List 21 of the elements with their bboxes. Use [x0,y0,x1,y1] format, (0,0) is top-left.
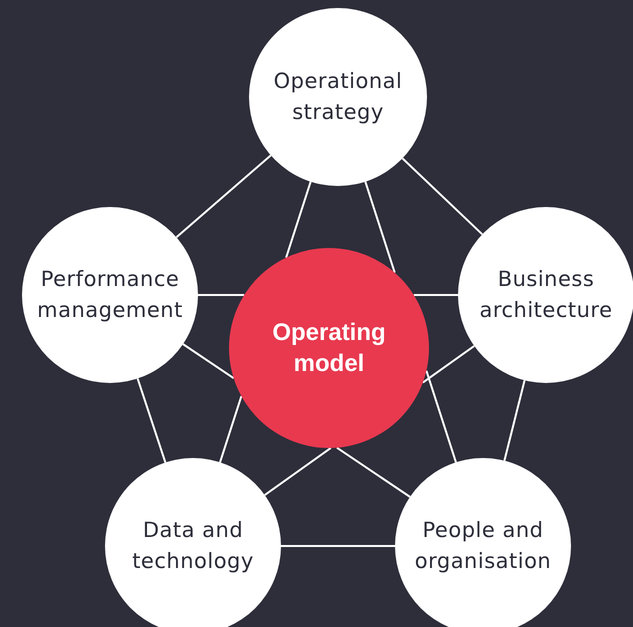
connector-line [176,154,272,238]
node-label: Data and technology [131,517,255,575]
node-label: Business architecture [478,266,614,324]
connector-line [198,294,244,296]
node-label: Operational strategy [272,68,404,126]
node-label: Operating model [271,318,387,379]
connector-line [264,447,332,496]
connector-line [422,345,475,384]
connector-line [182,343,234,380]
connector-line [219,396,242,463]
connector-line [364,181,396,273]
connector-line [402,158,483,236]
node-label: People and organisation [414,517,552,575]
connector-line [425,370,457,463]
connector-line [136,378,166,463]
connector-line [336,446,411,498]
connector-line [503,380,526,461]
connector-line [285,181,312,258]
connector-line [414,294,458,296]
node-label: Performance management [36,266,184,324]
connector-line [281,545,395,547]
